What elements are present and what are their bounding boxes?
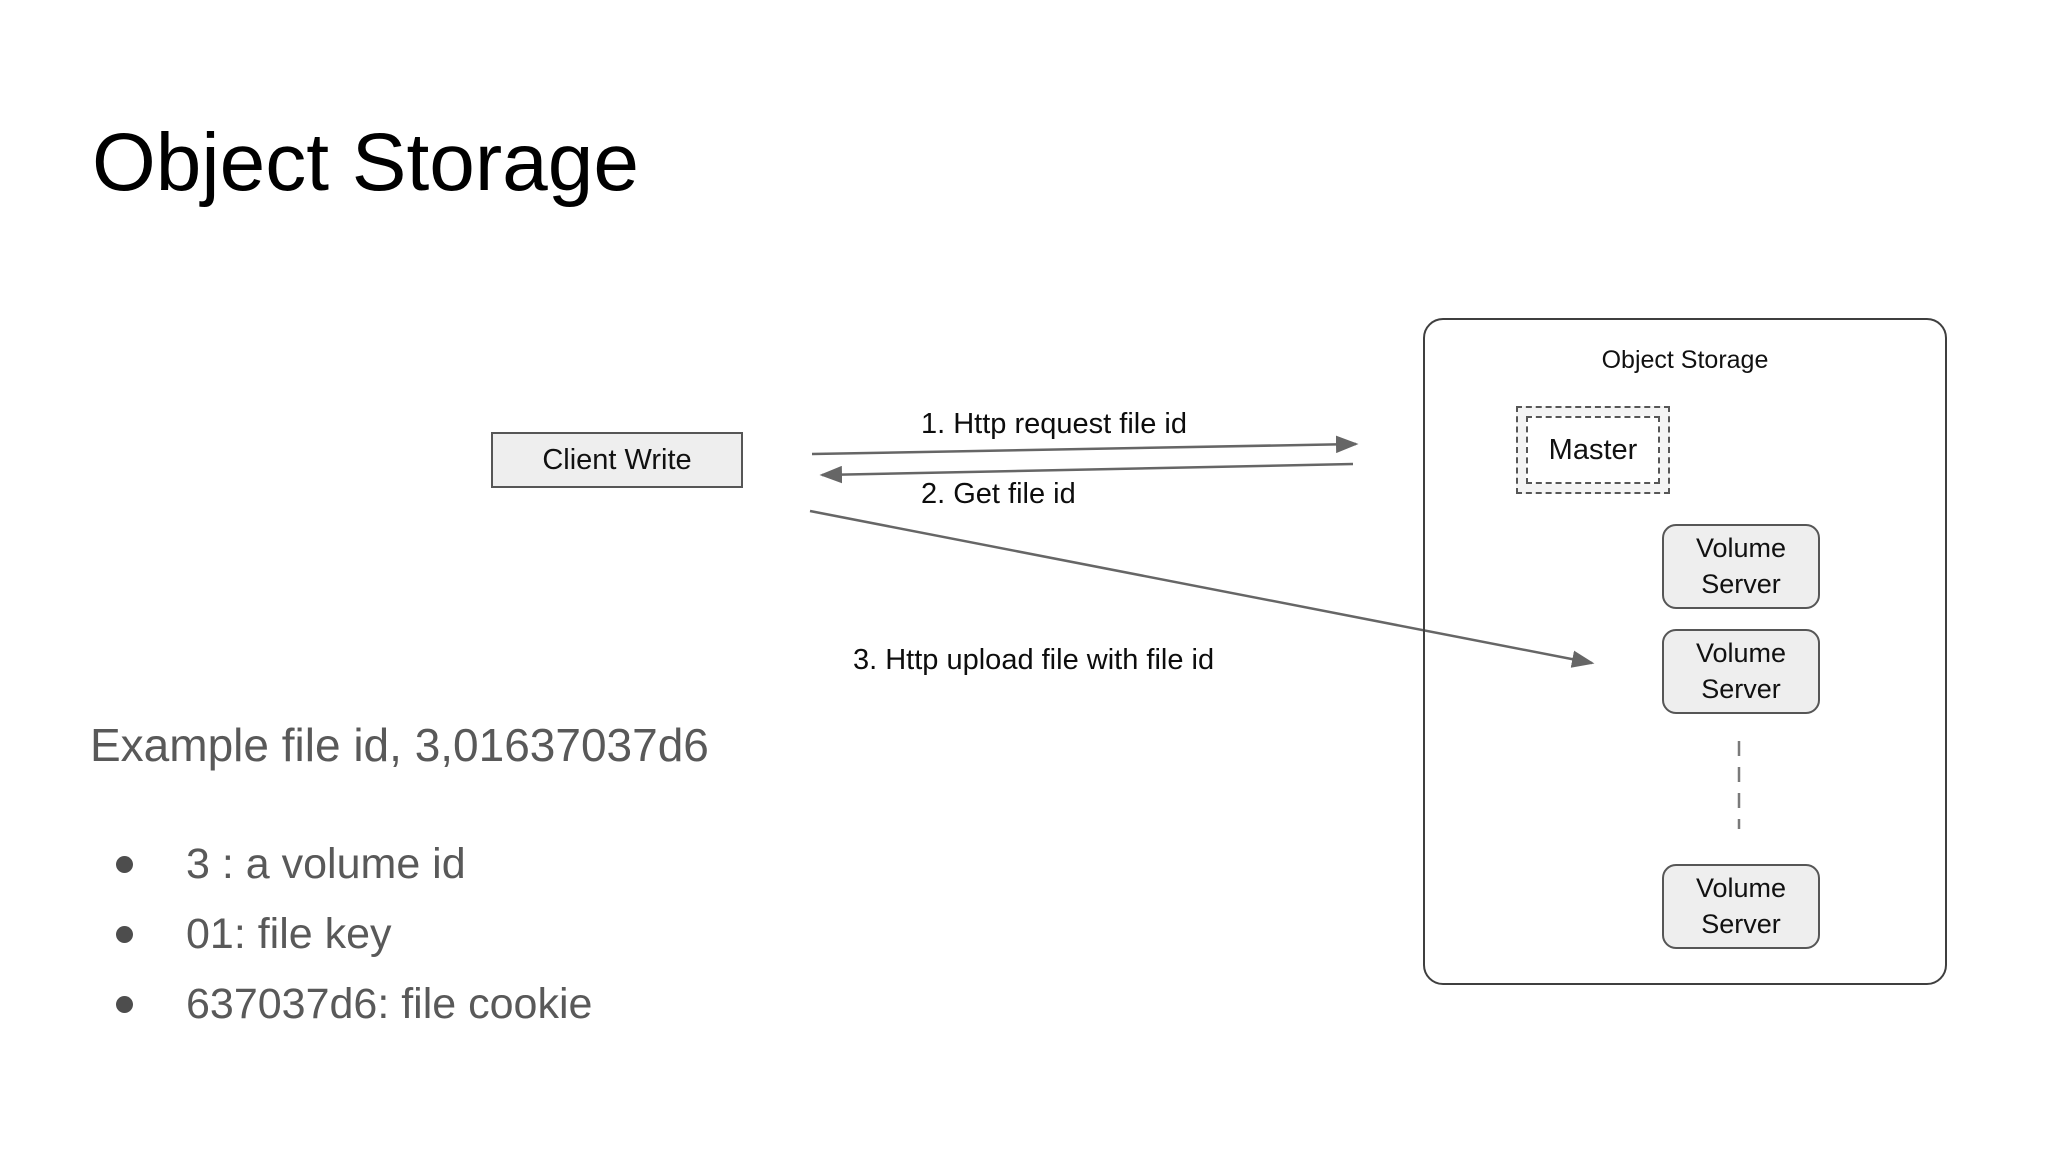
volume-server-box-1: Volume Server <box>1662 524 1820 609</box>
bullet-dot <box>116 995 133 1013</box>
master-box: Master <box>1516 406 1670 494</box>
volume-server-label: Volume Server <box>1695 873 1787 939</box>
example-file-id-heading: Example file id, 3,01637037d6 <box>90 719 709 771</box>
bullet-item-file-key: 01: file key <box>103 899 592 969</box>
object-storage-container-label: Object Storage <box>1601 346 1769 374</box>
bullet-item-file-cookie: 637037d6: file cookie <box>103 969 592 1039</box>
volume-server-box-3: Volume Server <box>1662 864 1820 949</box>
arrow-get-line <box>819 462 1354 484</box>
bullet-dot <box>116 855 133 873</box>
volume-server-box-2: Volume Server <box>1662 629 1820 714</box>
bullet-item-volume-id: 3 : a volume id <box>103 829 592 899</box>
bullet-text: 01: file key <box>186 909 392 958</box>
arrow-label-upload-file: 3. Http upload file with file id <box>853 644 1215 676</box>
master-label: Master <box>1548 433 1638 466</box>
client-write-label: Client Write <box>542 443 692 476</box>
master-box-inner: Master <box>1526 416 1660 484</box>
arrow-label-get-file-id: 2. Get file id <box>921 478 1076 510</box>
bullet-text: 637037d6: file cookie <box>186 979 593 1028</box>
example-bullet-list: 3 : a volume id 01: file key 637037d6: f… <box>103 829 592 1039</box>
bullet-text: 3 : a volume id <box>186 839 466 888</box>
arrow-label-request-file-id: 1. Http request file id <box>921 408 1187 440</box>
volume-server-label: Volume Server <box>1695 533 1787 599</box>
slide-title: Object Storage <box>92 117 639 208</box>
client-write-box: Client Write <box>491 432 743 488</box>
object-storage-container: Object Storage Master Volume Server Volu… <box>1423 318 1947 985</box>
volume-server-label: Volume Server <box>1695 638 1787 704</box>
bullet-dot <box>116 925 133 943</box>
arrow-request-line <box>811 435 1359 456</box>
